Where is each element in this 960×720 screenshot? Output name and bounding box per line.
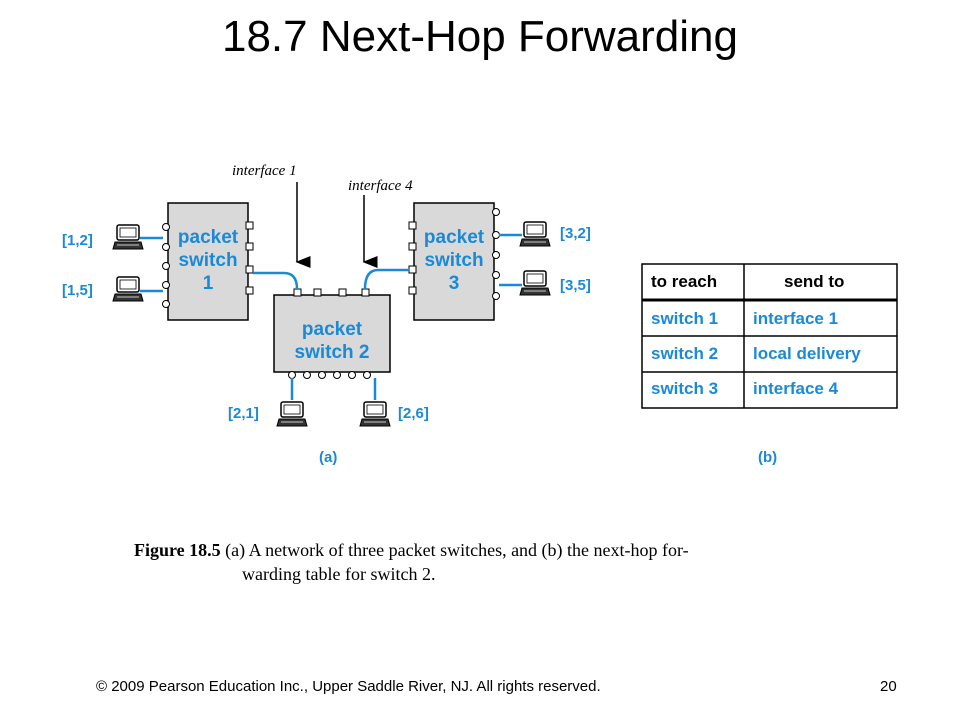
host-3-2-label: [3,2] [560,225,591,242]
table-cell: interface 1 [753,309,838,328]
sublabel-b: (b) [758,449,777,466]
link-switch1-switch2 [253,271,299,290]
packet-switch-2: packet switch 2 [273,288,391,379]
slide-title: 18.7 Next-Hop Forwarding [221,12,738,61]
host-1-2: [1,2] [62,224,144,250]
switch-2-label-line2: switch 2 [295,342,370,363]
table-cell: switch 3 [651,379,718,398]
switch-3-label-line3: 3 [449,273,460,294]
figure-number: Figure 18.5 [134,540,221,560]
interface-1-label: interface 1 [232,163,297,179]
host-2-6: [2,6] [359,401,429,427]
switch-3-label-line2: switch [424,250,483,271]
interface-4-label: interface 4 [348,178,413,194]
packet-switch-3: packet switch 3 [408,202,500,321]
table-cell: switch 2 [651,344,718,363]
forwarding-table: to reach send to switch 1 interface 1 sw… [641,263,898,409]
copyright-footer: © 2009 Pearson Education Inc., Upper Sad… [96,678,601,695]
table-header-to-reach: to reach [651,272,717,291]
page-number: 20 [880,678,897,695]
table-cell: local delivery [753,344,861,363]
caption-line2: warding table for switch 2. [242,564,436,584]
host-3-5-label: [3,5] [560,277,591,294]
host-1-5-label: [1,5] [62,282,93,299]
host-1-5: [1,5] [62,276,144,302]
caption-line1: (a) A network of three packet switches, … [225,540,689,560]
host-2-6-label: [2,6] [398,405,429,422]
link-switch3-switch2 [363,268,409,290]
switch-2-label-line1: packet [302,319,363,340]
host-1-2-label: [1,2] [62,232,93,249]
packet-switch-1: packet switch 1 [162,202,254,321]
table-cell: interface 4 [753,379,839,398]
host-3-5: [3,5] [519,270,591,296]
switch-1-label-line1: packet [178,227,239,248]
table-header-send-to: send to [784,272,844,291]
host-2-1-label: [2,1] [228,405,259,422]
host-3-2: [3,2] [519,221,591,247]
host-2-1: [2,1] [228,401,308,427]
switch-1-label-line2: switch [178,250,237,271]
sublabel-a: (a) [319,449,337,466]
table-cell: switch 1 [651,309,718,328]
switch-1-label-line3: 1 [203,273,214,294]
switch-3-label-line1: packet [424,227,485,248]
figure-caption: Figure 18.5 (a) A network of three packe… [134,538,834,586]
